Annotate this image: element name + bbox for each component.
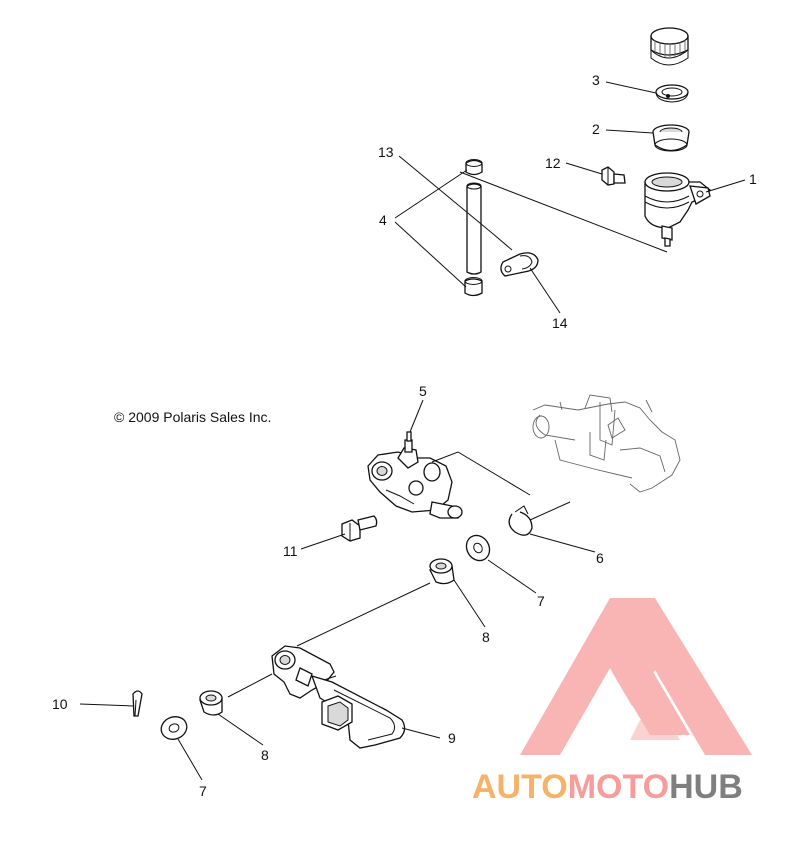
- bushing-icon: [429, 558, 455, 585]
- brake-pedal-icon: [271, 645, 406, 749]
- callout-9: 9: [448, 730, 456, 746]
- callout-7-upper: 7: [537, 593, 545, 609]
- washer-icon: [160, 716, 188, 740]
- callout-8-upper: 8: [482, 629, 490, 645]
- bushing-icon: [199, 690, 223, 716]
- callout-12: 12: [545, 155, 561, 171]
- watermark-hub: HUB: [669, 768, 743, 806]
- copyright-text: © 2009 Polaris Sales Inc.: [114, 409, 271, 425]
- callout-4: 4: [379, 212, 387, 228]
- callout-1: 1: [749, 171, 757, 187]
- watermark-logo-icon: [520, 598, 752, 755]
- watermark-auto: AUTO: [472, 768, 568, 806]
- callout-6: 6: [596, 550, 604, 566]
- frame-outline-icon: [532, 394, 681, 493]
- plate-icon: [652, 124, 690, 152]
- callout-2: 2: [592, 121, 600, 137]
- reservoir-cap-icon: [650, 27, 689, 66]
- hose-clip-icon: [500, 252, 539, 277]
- cotter-pin-icon: [132, 690, 143, 717]
- bolt-icon: [341, 515, 378, 542]
- watermark-moto: MOTO: [568, 768, 669, 806]
- callout-3: 3: [592, 72, 600, 88]
- washer-icon: [465, 534, 491, 562]
- diaphragm-icon: [655, 84, 689, 103]
- reservoir-body-icon: [644, 172, 711, 247]
- callout-7-lower: 7: [199, 783, 207, 799]
- fitting-bolt-icon: [601, 166, 626, 186]
- callout-8-lower: 8: [261, 747, 269, 763]
- callout-leaders: [79, 81, 746, 781]
- master-cylinder-icon: [367, 431, 463, 519]
- callout-10: 10: [52, 696, 68, 712]
- callout-5: 5: [419, 383, 427, 399]
- callout-13: 13: [378, 144, 394, 160]
- watermark-text: AUTOMOTOHUB: [472, 768, 743, 806]
- callout-14: 14: [552, 315, 568, 331]
- callout-11: 11: [283, 543, 298, 559]
- spring-clip-icon: [508, 505, 533, 536]
- hose-icon: [464, 159, 483, 297]
